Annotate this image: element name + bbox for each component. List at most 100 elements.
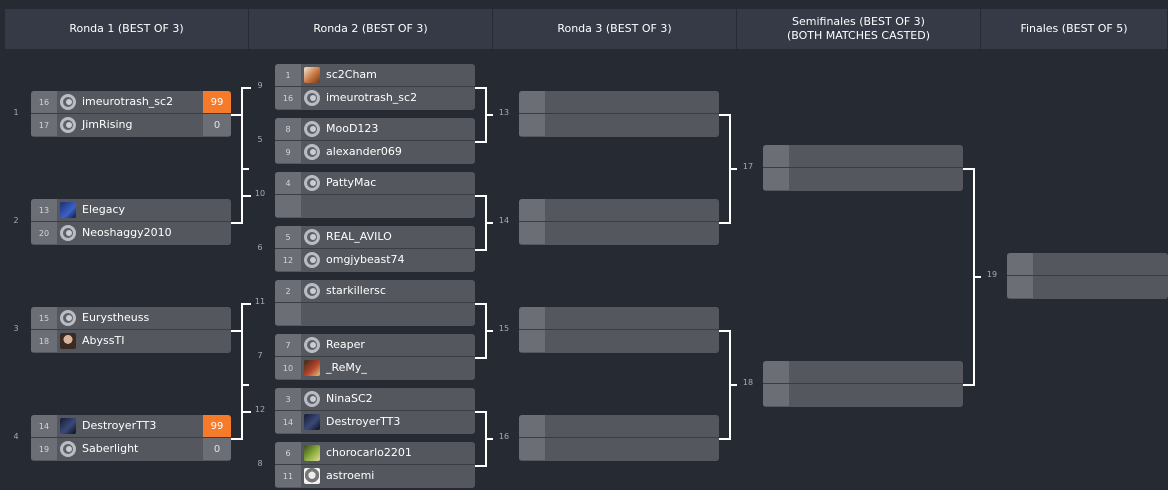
match-14[interactable]: [519, 199, 719, 245]
empty-slot[interactable]: [275, 195, 475, 217]
empty-slot[interactable]: [519, 222, 719, 244]
player-name: imeurotrash_sc2: [326, 91, 418, 104]
seed-number: [763, 361, 789, 383]
empty-slot[interactable]: [519, 307, 719, 329]
slot-divider: [275, 356, 475, 357]
slot-divider: [31, 221, 231, 222]
seed-number: 9: [275, 141, 301, 163]
connector-line: [241, 303, 251, 305]
empty-slot[interactable]: [519, 415, 719, 437]
player-name: chorocarlo2201: [326, 446, 412, 459]
slot-divider: [275, 140, 475, 141]
seed-number: [1007, 253, 1033, 275]
empty-slot[interactable]: [519, 330, 719, 352]
slot-divider: [275, 464, 475, 465]
match-15[interactable]: [519, 307, 719, 353]
slot-divider: [519, 329, 719, 330]
empty-slot[interactable]: [519, 91, 719, 113]
seed-number: [519, 307, 545, 329]
player-name: NinaSC2: [326, 392, 373, 405]
player-slot[interactable]: 10_ReMy_: [275, 357, 475, 379]
match-number: 7: [257, 351, 263, 360]
match-17[interactable]: [763, 145, 963, 191]
empty-slot[interactable]: [519, 114, 719, 136]
connector-line: [241, 168, 249, 170]
connector-line: [485, 222, 493, 224]
avatar-icon: [304, 414, 320, 430]
empty-slot[interactable]: [1007, 276, 1168, 298]
match-18[interactable]: [763, 361, 963, 407]
empty-slot[interactable]: [275, 303, 475, 325]
seed-number: 6: [275, 442, 301, 464]
empty-slot[interactable]: [519, 438, 719, 460]
player-name: Elegacy: [82, 203, 126, 216]
seed-number: [763, 145, 789, 167]
seed-number: [275, 195, 301, 217]
match-19[interactable]: [1007, 253, 1168, 299]
round-header-5: Finales (BEST OF 5): [981, 9, 1168, 49]
round-header-1: Ronda 1 (BEST OF 3): [5, 9, 249, 49]
player-slot[interactable]: 6 chorocarlo2201: [275, 442, 475, 464]
seed-number: 14: [275, 411, 301, 433]
avatar-icon: [60, 418, 76, 434]
round-header-4: Semifinales (BEST OF 3)(BOTH MATCHES CAS…: [737, 9, 981, 49]
player-name: PattyMac: [326, 176, 377, 189]
empty-slot[interactable]: [1007, 253, 1168, 275]
empty-slot[interactable]: [763, 384, 963, 406]
match-number: 3: [13, 324, 19, 333]
zerg-icon: [304, 90, 320, 106]
seed-number: [763, 384, 789, 406]
seed-number: [519, 330, 545, 352]
player-name: Saberlight: [82, 442, 139, 455]
match-number: 18: [742, 378, 754, 387]
empty-slot[interactable]: [763, 145, 963, 167]
empty-slot[interactable]: [763, 361, 963, 383]
slot-divider: [275, 86, 475, 87]
empty-slot[interactable]: [519, 199, 719, 221]
avatar-icon: [60, 333, 76, 349]
seed-number: 12: [275, 249, 301, 271]
empty-slot[interactable]: [763, 168, 963, 190]
seed-number: [519, 114, 545, 136]
match-13[interactable]: [519, 91, 719, 137]
round-subtitle: (BOTH MATCHES CASTED): [786, 29, 931, 42]
match-16[interactable]: [519, 415, 719, 461]
seed-number: 14: [31, 415, 57, 437]
seed-number: 15: [31, 307, 57, 329]
seed-number: 11: [275, 465, 301, 487]
zerg-icon: [60, 310, 76, 326]
seed-number: 17: [31, 114, 57, 136]
